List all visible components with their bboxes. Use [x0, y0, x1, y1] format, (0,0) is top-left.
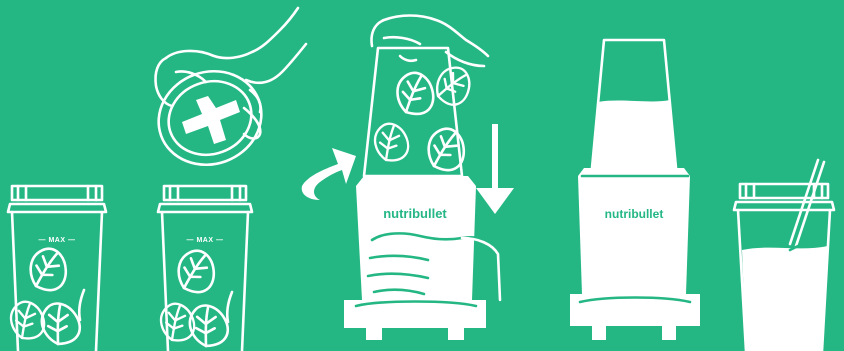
step-4-blended-smoothie: nutribullet	[570, 40, 700, 340]
step2-max-fill-line: — MAX —	[187, 237, 224, 244]
step4-nutribullet-logo: nutribullet	[605, 207, 664, 221]
step-2-cup-and-blade: — MAX —	[145, 8, 306, 351]
rotate-arrow-icon	[302, 148, 356, 200]
step-3-twist-and-press: nutribullet	[302, 16, 514, 341]
step-5-smoothie-with-straw	[734, 160, 834, 351]
step3-nutribullet-logo: nutribullet	[383, 206, 447, 221]
press-down-arrow-icon	[476, 124, 514, 214]
step1-max-fill-line: — MAX —	[39, 237, 76, 244]
step-1-cup-with-spinach: — MAX —	[4, 186, 106, 351]
